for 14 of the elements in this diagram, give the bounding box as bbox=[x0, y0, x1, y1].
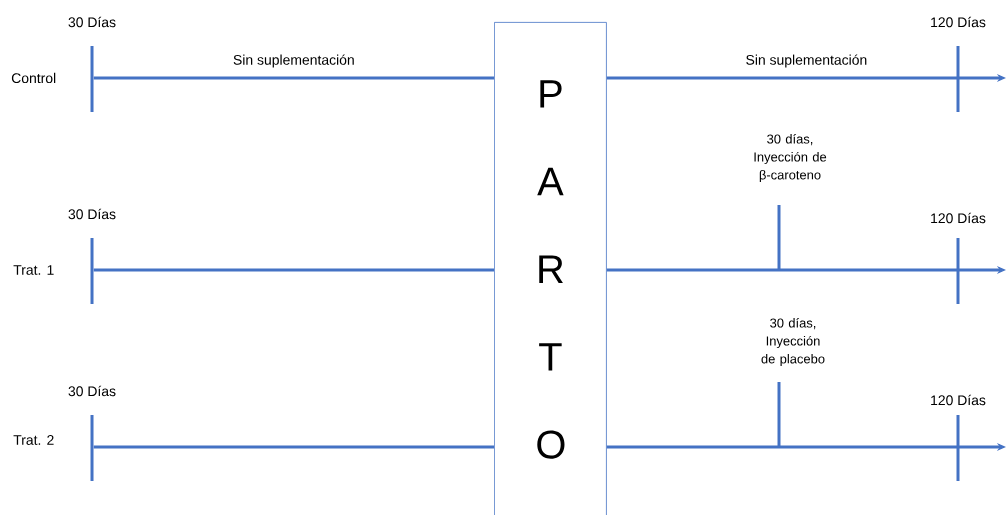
edge-label: Sin suplementación bbox=[746, 54, 867, 68]
tick-mark bbox=[90, 46, 94, 112]
day-label: 30 Días bbox=[68, 208, 116, 220]
tick-mark bbox=[90, 238, 94, 304]
birth-bar: P A R T O bbox=[494, 22, 607, 515]
tick-mark bbox=[90, 415, 94, 481]
day-label: 30 Días bbox=[68, 16, 116, 28]
day-label: 30 Días bbox=[68, 385, 116, 397]
day-label: 120 Días bbox=[931, 16, 986, 28]
note-text: 30 días, Inyección de β-caroteno bbox=[754, 133, 827, 183]
day-label: 120 Días bbox=[931, 212, 986, 224]
day-label: 120 Días bbox=[931, 394, 986, 406]
note-text: 30 días, Inyección de placebo bbox=[761, 317, 825, 367]
edge-label: Sin suplementación bbox=[233, 54, 354, 68]
